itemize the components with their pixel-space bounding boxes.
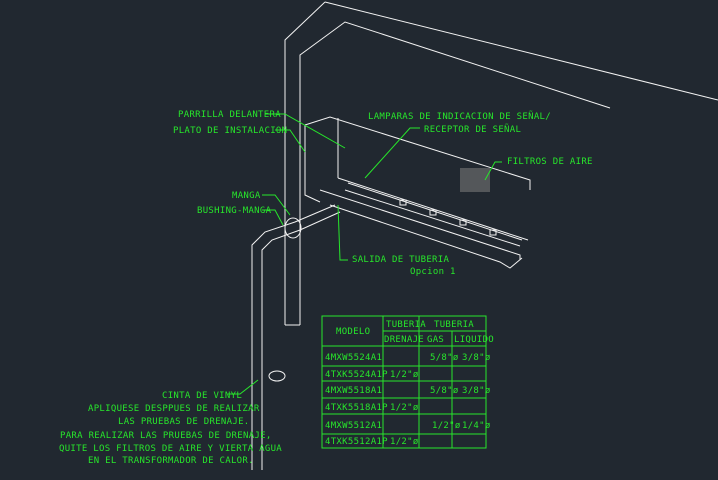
row-gas: 5/8"ø <box>430 386 459 396</box>
row-modelo: 4MXW5524A1 <box>325 353 382 363</box>
model-table: MODELO TUBERIA DRENAJE TUBERIA GAS LIQUI… <box>321 315 494 449</box>
label-bushing: BUSHING-MANGA <box>197 206 272 216</box>
label-opcion: Opcion 1 <box>410 267 456 277</box>
wall-ceiling-outline <box>284 1 718 326</box>
row-modelo: 4MXW5512A1 <box>325 421 382 431</box>
note-line-3: PARA REALIZAR LAS PRUEBAS DE DRENAJE, <box>60 431 272 441</box>
header-tuberia-drenaje: TUBERIA <box>386 320 426 330</box>
leader-lines <box>228 113 502 395</box>
note-line-1: APLIQUESE DESPPUES DE REALIZAR <box>88 404 260 414</box>
row-drenaje: 1/2"ø <box>390 370 419 380</box>
row-liquido: 3/8"ø <box>462 353 491 363</box>
indoor-unit <box>304 116 531 269</box>
row-drenaje: 1/2"ø <box>390 437 419 447</box>
header-tuberia: TUBERIA <box>434 320 474 330</box>
note-line-5: EN EL TRANSFORMADOR DE CALOR. <box>88 456 254 466</box>
row-drenaje: 1/2"ø <box>390 403 419 413</box>
header-modelo: MODELO <box>336 327 370 337</box>
label-parrilla: PARRILLA DELANTERA <box>178 110 281 120</box>
row-gas: 5/8"ø <box>430 353 459 363</box>
row-gas: 1/2"ø <box>432 421 461 431</box>
label-filtros: FILTROS DE AIRE <box>507 157 593 167</box>
row-modelo: 4TXK5524A1P <box>325 370 388 380</box>
row-liquido: 3/8"ø <box>462 386 491 396</box>
row-liquido: 1/4"ø <box>462 421 491 431</box>
label-cinta: CINTA DE VINYL <box>162 391 242 401</box>
label-plato: PLATO DE INSTALACION <box>173 126 287 136</box>
header-drenaje: DRENAJE <box>384 335 424 345</box>
drain-pipe <box>251 204 341 470</box>
label-lamparas: LAMPARAS DE INDICACION DE SEÑAL/ <box>368 111 551 122</box>
header-liquido: LIQUIDO <box>454 335 494 345</box>
note-line-4: QUITE LOS FILTROS DE AIRE Y VIERTA AGUA <box>59 444 282 454</box>
label-salida: SALIDA DE TUBERIA <box>352 255 449 265</box>
row-modelo: 4TXK5512A1P <box>325 437 388 447</box>
label-receptor: RECEPTOR DE SEÑAL <box>424 124 521 135</box>
note-line-2: LAS PRUEBAS DE DRENAJE. <box>118 417 250 427</box>
row-modelo: 4TXK5518A1P <box>325 403 388 413</box>
label-manga: MANGA <box>232 191 261 201</box>
row-modelo: 4MXW5518A1 <box>325 386 382 396</box>
header-gas: GAS <box>427 335 444 345</box>
